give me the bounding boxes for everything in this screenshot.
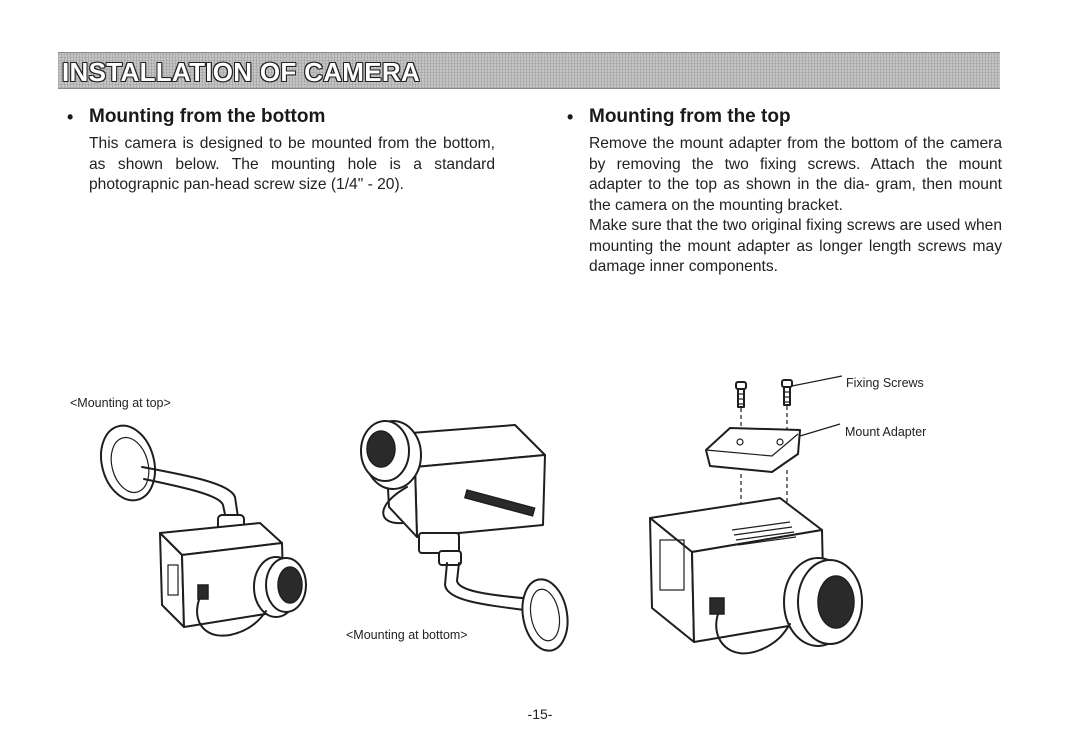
fixing-screw-icon — [781, 379, 793, 406]
label-mounting-at-top: <Mounting at top> — [70, 396, 171, 410]
mount-adapter-illustration — [649, 375, 863, 655]
page-number: -15- — [527, 706, 553, 722]
bottom-mount-heading-text: Mounting from the bottom — [89, 106, 326, 127]
top-mount-heading: • Mounting from the top — [567, 106, 1002, 128]
bullet-icon: • — [67, 106, 74, 127]
vent-slots-icon — [731, 521, 797, 546]
camera-mounted-bottom-illustration — [360, 420, 569, 652]
bottom-mount-paragraph: This camera is designed to be mounted fr… — [89, 135, 495, 193]
top-mount-heading-text: Mounting from the top — [589, 106, 791, 127]
section-header-bar: INSTALLATION OF CAMERA — [58, 52, 1000, 89]
bullet-icon: • — [567, 106, 574, 127]
fixing-screw-icon — [735, 381, 747, 408]
label-mount-adapter: Mount Adapter — [845, 425, 927, 439]
top-mount-paragraph-1: Remove the mount adapter from the bottom… — [589, 135, 1002, 214]
bottom-mount-heading: • Mounting from the bottom — [67, 106, 495, 128]
label-fixing-screws: Fixing Screws — [846, 376, 924, 390]
top-mount-paragraph-2: Make sure that the two original fixing s… — [589, 217, 1002, 275]
camera-mounted-top-illustration — [100, 424, 307, 637]
right-column: • Mounting from the top Remove the mount… — [567, 106, 1002, 278]
left-column: • Mounting from the bottom This camera i… — [67, 106, 495, 196]
label-mounting-at-bottom: <Mounting at bottom> — [346, 628, 468, 642]
section-title: INSTALLATION OF CAMERA — [62, 57, 421, 87]
